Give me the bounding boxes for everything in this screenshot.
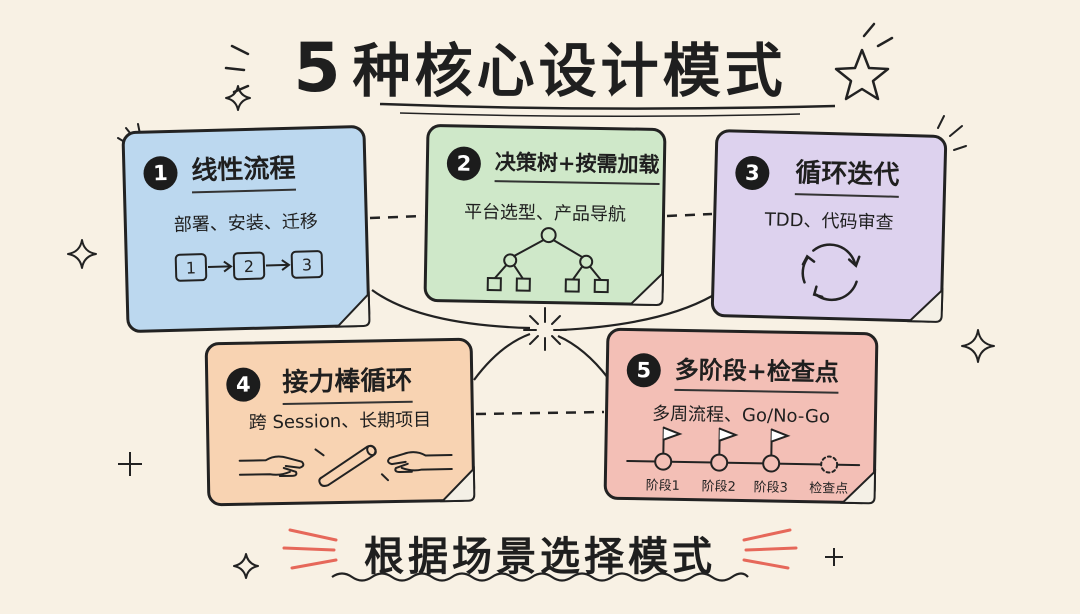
page-curl-icon bbox=[840, 468, 877, 505]
card-title: 多阶段+检查点 bbox=[674, 349, 840, 394]
title-text: 种核心设计模式 bbox=[352, 37, 787, 105]
card-iteration-loop: 3 循环迭代 TDD、代码审查 bbox=[710, 128, 948, 324]
card-header: 3 循环迭代 bbox=[734, 151, 900, 198]
card-header: 1 线性流程 bbox=[143, 147, 297, 195]
star-icon bbox=[834, 48, 890, 101]
bottom-accent-lines bbox=[282, 528, 798, 570]
relay-baton-hands-icon bbox=[238, 444, 453, 487]
bottom-caption: 根据场景选择模式 bbox=[364, 534, 716, 580]
card-subtitle: TDD、代码审查 bbox=[764, 209, 894, 234]
numbered-steps-icon: 1 2 3 bbox=[174, 250, 324, 282]
card-number-badge: 3 bbox=[734, 155, 770, 190]
flag-timeline-icon: 阶段1 阶段2 阶段3 检查点 bbox=[626, 426, 861, 497]
page-curl-icon bbox=[907, 287, 944, 323]
card-linear-flow: 1 线性流程 部署、安装、迁移 1 2 3 bbox=[121, 124, 371, 334]
cycle-arrows-icon bbox=[801, 243, 861, 302]
card-subtitle: 平台选型、产品导航 bbox=[463, 201, 627, 226]
central-hub-lines bbox=[371, 289, 713, 381]
step-3-label: 3 bbox=[302, 255, 313, 274]
card-multi-stage-checkpoint: 5 多阶段+检查点 多周流程、Go/No-Go 阶段1 阶段2 阶段3 检查点 bbox=[603, 327, 879, 505]
bottom-squiggle-underline bbox=[331, 572, 749, 582]
card-title: 接力棒循环 bbox=[281, 359, 413, 405]
page-curl-icon bbox=[440, 466, 476, 503]
page-curl-icon bbox=[628, 270, 665, 306]
card-number-badge: 2 bbox=[446, 146, 482, 181]
decision-tree-icon bbox=[486, 227, 609, 294]
card-subtitle: 部署、安装、迁移 bbox=[173, 211, 319, 236]
card-title: 决策树+按需加载 bbox=[494, 146, 660, 185]
card-relay-baton: 4 接力棒循环 跨 Session、长期项目 bbox=[204, 337, 476, 507]
card-title: 循环迭代 bbox=[794, 152, 900, 198]
center-sparkle-icon bbox=[523, 307, 567, 351]
title-underline bbox=[379, 102, 836, 110]
card-number-badge: 5 bbox=[626, 352, 662, 388]
stage-3-label: 阶段3 bbox=[753, 480, 788, 496]
card-connectors bbox=[369, 212, 713, 416]
card-subtitle: 跨 Session、长期项目 bbox=[248, 409, 432, 434]
stage-1-label: 阶段1 bbox=[645, 478, 680, 494]
card-number-badge: 4 bbox=[226, 366, 261, 402]
stage-2-label: 阶段2 bbox=[701, 479, 736, 495]
card-header: 5 多阶段+检查点 bbox=[626, 349, 840, 394]
card-header: 2 决策树+按需加载 bbox=[446, 145, 660, 185]
card-decision-tree: 2 决策树+按需加载 平台选型、产品导航 bbox=[423, 123, 667, 307]
step-2-label: 2 bbox=[244, 257, 255, 276]
checkpoint-label: 检查点 bbox=[809, 481, 848, 497]
card-title: 线性流程 bbox=[190, 147, 297, 194]
card-header: 4 接力棒循环 bbox=[226, 359, 413, 406]
sparkle-icons bbox=[67, 85, 995, 579]
title-number: 5 bbox=[293, 29, 345, 108]
page-curl-icon bbox=[335, 291, 371, 328]
step-1-label: 1 bbox=[186, 258, 197, 277]
card-number-badge: 1 bbox=[143, 155, 178, 191]
